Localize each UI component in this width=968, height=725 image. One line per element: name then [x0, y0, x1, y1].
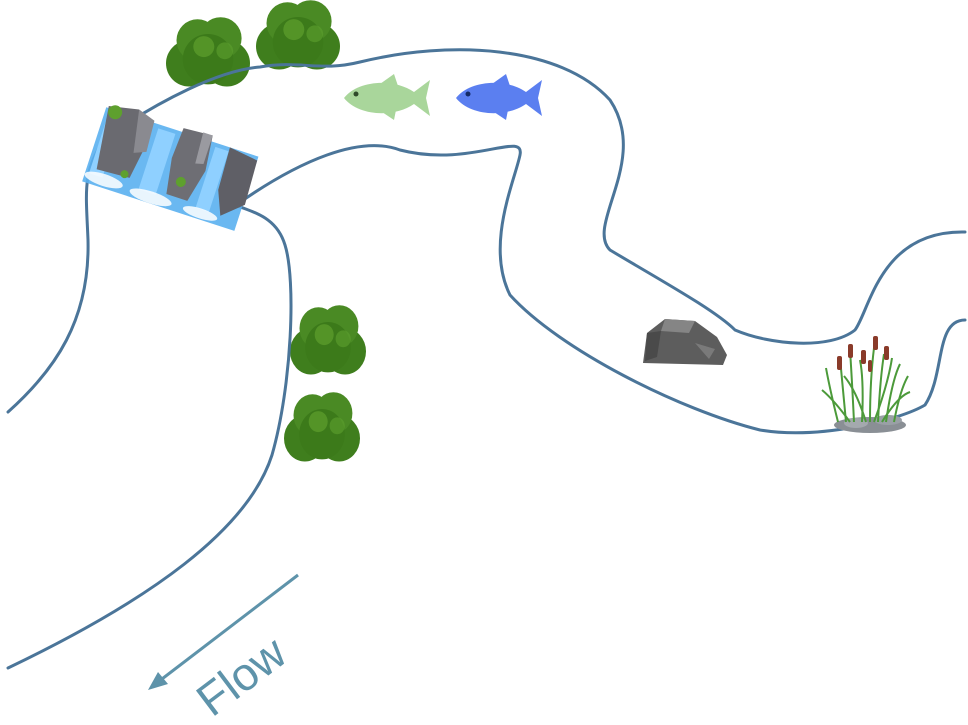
tree-icon — [284, 392, 360, 461]
fish-icon — [456, 74, 542, 120]
waterfall-icon — [82, 100, 263, 232]
tree-icon — [166, 17, 250, 86]
river-upper-bank — [8, 146, 965, 668]
tree-icon — [290, 305, 366, 374]
flow-label: Flow — [187, 626, 296, 725]
rock-icon — [643, 319, 727, 365]
cattail-reeds-icon — [822, 336, 910, 433]
tree-icon — [256, 0, 340, 69]
fish-icon — [344, 74, 430, 120]
